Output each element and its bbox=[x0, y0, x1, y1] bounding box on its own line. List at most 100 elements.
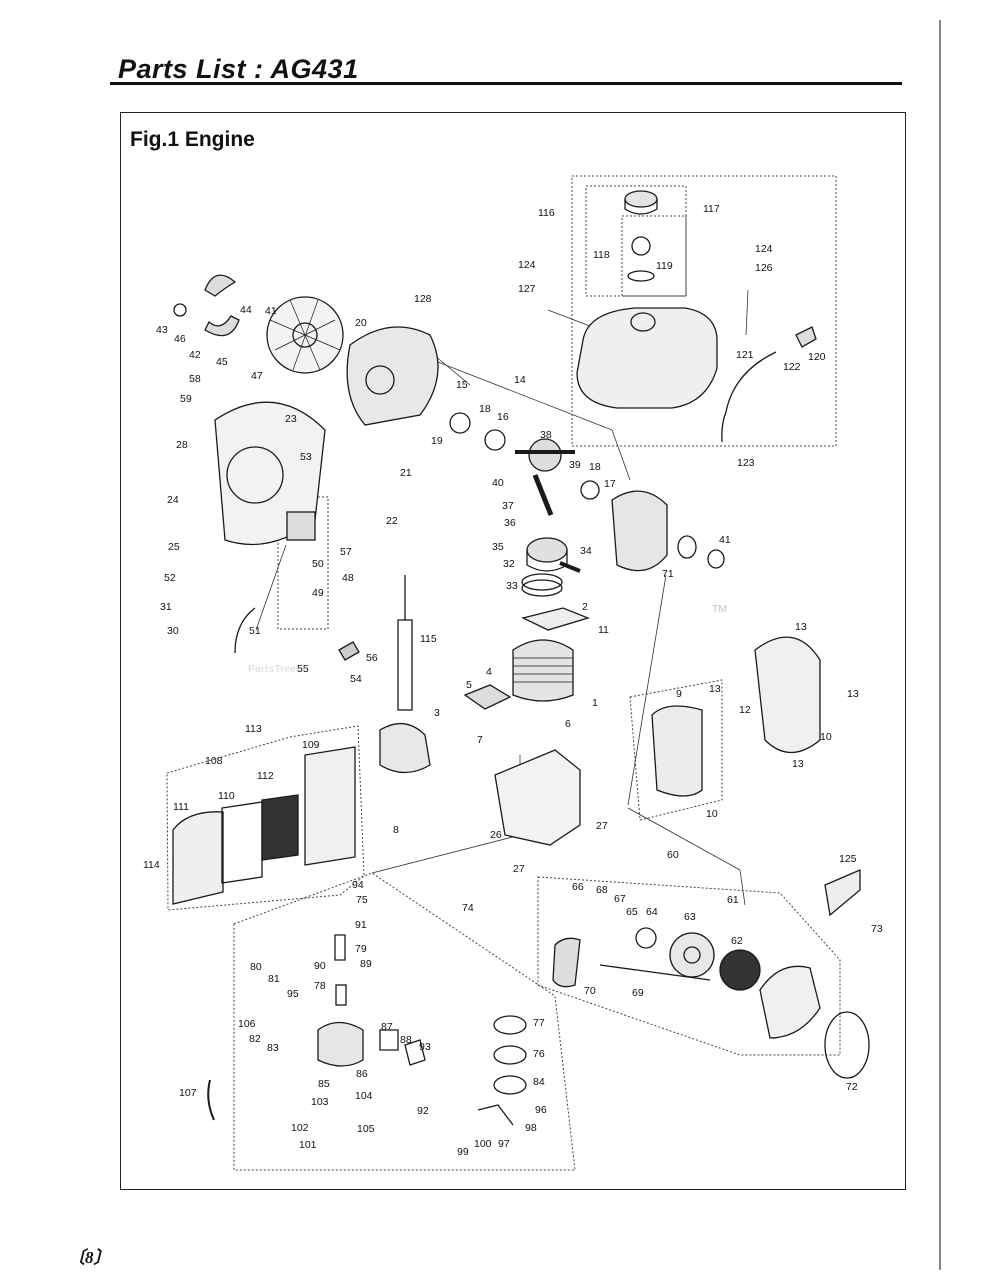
callout-105: 105 bbox=[357, 1123, 375, 1135]
callout-89: 89 bbox=[360, 958, 372, 970]
callout-38: 38 bbox=[540, 429, 552, 441]
callout-13: 13 bbox=[795, 621, 807, 633]
callout-45: 45 bbox=[216, 356, 228, 368]
parts bbox=[172, 190, 870, 1126]
callout-122: 122 bbox=[783, 361, 801, 373]
callout-7: 7 bbox=[477, 734, 483, 746]
callout-96: 96 bbox=[535, 1104, 547, 1116]
callout-37: 37 bbox=[502, 500, 514, 512]
callout-119: 119 bbox=[656, 260, 673, 272]
air-filter-group-box bbox=[166, 725, 365, 911]
callout-25: 25 bbox=[168, 541, 180, 553]
air-cleaner-base-part bbox=[304, 746, 356, 866]
callout-80: 80 bbox=[250, 961, 262, 973]
page-number-value: 8 bbox=[85, 1248, 94, 1267]
callout-77: 77 bbox=[533, 1017, 545, 1029]
callout-15: 15 bbox=[456, 379, 468, 391]
callout-66: 66 bbox=[572, 881, 584, 893]
ignition-coil-part bbox=[286, 511, 316, 541]
callout-72: 72 bbox=[846, 1081, 858, 1093]
callout-81: 81 bbox=[268, 973, 280, 985]
starter-pulley-part bbox=[669, 932, 715, 978]
callout-102: 102 bbox=[291, 1122, 309, 1134]
callout-95: 95 bbox=[287, 988, 299, 1000]
callout-94: 94 bbox=[352, 879, 364, 891]
callout-107: 107 bbox=[179, 1087, 197, 1099]
crankshaft-part bbox=[528, 438, 562, 472]
fuel-cap-inner-box bbox=[621, 215, 687, 297]
callout-10: 10 bbox=[706, 808, 718, 820]
callout-18: 18 bbox=[589, 461, 601, 473]
callout-79: 79 bbox=[355, 943, 367, 955]
muffler-group-box bbox=[629, 679, 723, 821]
callout-10: 10 bbox=[820, 731, 832, 743]
callout-70: 70 bbox=[584, 985, 596, 997]
callout-22: 22 bbox=[386, 515, 398, 527]
callout-30: 30 bbox=[167, 625, 179, 637]
callout-48: 48 bbox=[342, 572, 354, 584]
callout-13: 13 bbox=[709, 683, 721, 695]
fuel-pump-cap-part bbox=[335, 984, 347, 1006]
callout-26: 26 bbox=[490, 829, 502, 841]
fuel-line-part bbox=[721, 351, 777, 443]
callout-labels: 116 117 118 119 124 127 124 126 121 120 … bbox=[143, 203, 883, 1158]
muffler-part bbox=[651, 705, 703, 797]
callout-5: 5 bbox=[466, 679, 472, 691]
air-filter-element-part bbox=[221, 801, 263, 884]
page-number: 〔8〕 bbox=[68, 1248, 111, 1267]
callout-67: 67 bbox=[614, 893, 626, 905]
callout-103: 103 bbox=[311, 1096, 329, 1108]
gasket-part bbox=[521, 607, 590, 631]
callout-24: 24 bbox=[167, 494, 179, 506]
callout-109: 109 bbox=[302, 739, 320, 751]
callout-42: 42 bbox=[189, 349, 201, 361]
starter-gasket-part bbox=[824, 1011, 870, 1079]
callout-55: 55 bbox=[297, 663, 309, 675]
callout-23: 23 bbox=[285, 413, 297, 425]
air-filter-cover-part bbox=[172, 811, 224, 905]
starter-handle-part bbox=[552, 937, 581, 988]
callout-20: 20 bbox=[355, 317, 367, 329]
callout-8: 8 bbox=[393, 824, 399, 836]
callout-64: 64 bbox=[646, 906, 658, 918]
fan-housing-part bbox=[214, 401, 326, 546]
lever-part bbox=[477, 1104, 514, 1126]
callout-16: 16 bbox=[497, 411, 509, 423]
piston-pin-part bbox=[559, 561, 581, 573]
recoil-spring-part bbox=[719, 949, 761, 991]
callout-86: 86 bbox=[356, 1068, 368, 1080]
callout-114: 114 bbox=[143, 859, 160, 871]
callout-56: 56 bbox=[366, 652, 378, 664]
callout-117: 117 bbox=[703, 203, 720, 215]
figure-title: Fig.1 Engine bbox=[130, 128, 255, 151]
callout-54: 54 bbox=[350, 673, 362, 685]
spark-plug-part bbox=[338, 641, 360, 661]
callout-83: 83 bbox=[267, 1042, 279, 1054]
bearing-part bbox=[449, 412, 471, 434]
fuel-filter-part bbox=[795, 326, 817, 348]
callout-68: 68 bbox=[596, 884, 608, 896]
callout-43: 43 bbox=[156, 324, 168, 336]
callout-35: 35 bbox=[492, 541, 504, 553]
callout-2: 2 bbox=[582, 601, 588, 613]
callout-39: 39 bbox=[569, 459, 581, 471]
callout-19: 19 bbox=[431, 435, 443, 447]
callout-60: 60 bbox=[667, 849, 679, 861]
callout-71: 71 bbox=[662, 568, 674, 580]
callout-33: 33 bbox=[506, 580, 518, 592]
diaphragm-part bbox=[493, 1015, 527, 1035]
group-boxes bbox=[166, 175, 841, 1171]
callout-121: 121 bbox=[736, 349, 754, 361]
callout-73: 73 bbox=[871, 923, 883, 935]
cylinder-cover-part bbox=[494, 749, 581, 846]
callout-52: 52 bbox=[164, 572, 176, 584]
callout-115: 115 bbox=[420, 633, 437, 645]
callout-92: 92 bbox=[417, 1105, 429, 1117]
callout-36: 36 bbox=[504, 517, 516, 529]
crankcase-right-part bbox=[611, 490, 668, 572]
callout-116: 116 bbox=[538, 207, 555, 219]
callout-50: 50 bbox=[312, 558, 324, 570]
figure-frame bbox=[120, 112, 906, 1190]
page-edge-line bbox=[939, 20, 941, 1270]
